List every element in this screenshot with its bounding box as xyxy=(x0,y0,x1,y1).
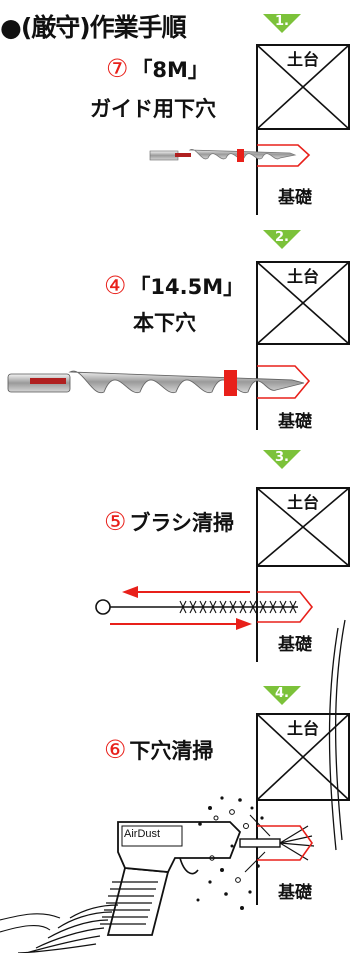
step-3-number: ⑤ xyxy=(104,507,127,536)
step-3-kiso-label: 基礎 xyxy=(278,635,312,655)
step-2-text: 「14.5M」 xyxy=(129,275,245,299)
step-4-dodai-label: 土台 xyxy=(286,719,319,738)
airdust-gun xyxy=(100,821,281,936)
air-spray xyxy=(196,796,315,910)
step-1-kiso-label: 基礎 xyxy=(278,188,312,208)
step-3-dodai-box xyxy=(256,487,350,567)
step-3-badge-text: 3. xyxy=(275,450,289,465)
air-hose-coil xyxy=(0,904,119,953)
step-3-dodai-label: 土台 xyxy=(286,493,319,512)
air-hose-curve xyxy=(328,619,346,851)
step-1-badge xyxy=(263,14,301,33)
step-1-dodai-box xyxy=(256,44,350,130)
step-1-text: 「8M」 xyxy=(131,58,209,82)
step-1-badge-text: 1. xyxy=(275,14,289,29)
step-2-dodai-label: 土台 xyxy=(286,267,319,286)
step-3-badge xyxy=(263,450,301,469)
step-4-number: ⑥ xyxy=(104,735,127,764)
step-4-dodai-box xyxy=(256,713,350,801)
step-2-kiso-label: 基礎 xyxy=(278,412,312,432)
step-4-badge-text: 4. xyxy=(275,686,289,701)
airdust-label: AirDust xyxy=(124,828,161,840)
page-title: ●(厳守)作業手順 xyxy=(0,13,187,42)
step-2-main-drill xyxy=(7,365,311,399)
step-4-badge xyxy=(263,686,301,705)
step-2-number: ④ xyxy=(104,271,127,300)
step-2-badge-text: 2. xyxy=(275,230,289,245)
step-2-sub: 本下穴 xyxy=(133,311,196,335)
step-3-text: ブラシ清掃 xyxy=(129,511,235,535)
step-4-kiso-label: 基礎 xyxy=(278,883,312,903)
step-1-sub: ガイド用下穴 xyxy=(90,97,216,121)
step-1-number: ⑦ xyxy=(106,54,129,83)
step-1-dodai-label: 土台 xyxy=(286,50,319,69)
step-1-label: ⑦「8M」 xyxy=(106,54,209,84)
step-2-dodai-box xyxy=(256,261,350,345)
step-2-label: ④「14.5M」 xyxy=(104,271,244,301)
step-3-brush xyxy=(95,586,314,630)
step-1-guide-drill xyxy=(149,144,311,167)
step-4-text: 下穴清掃 xyxy=(129,739,214,763)
step-2-badge xyxy=(263,230,301,249)
